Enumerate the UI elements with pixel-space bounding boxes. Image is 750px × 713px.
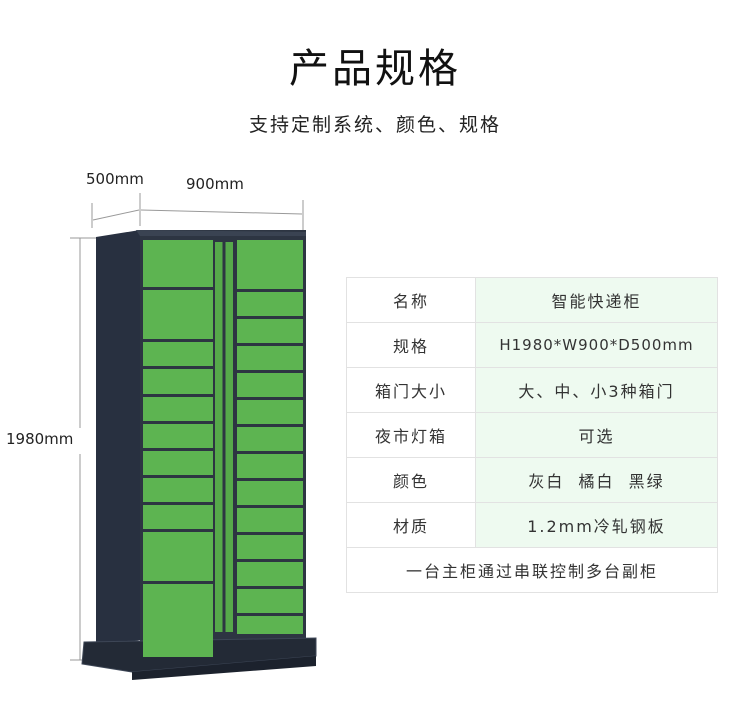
locker-door — [143, 397, 213, 421]
spec-footer-note: 一台主柜通过串联控制多台副柜 — [346, 547, 718, 593]
spec-value: 大、中、小3种箱门 — [475, 367, 718, 413]
locker-door — [237, 292, 303, 316]
locker-door — [143, 478, 213, 502]
locker-door — [237, 400, 303, 424]
right-door-column — [237, 240, 303, 634]
spec-key: 规格 — [346, 322, 476, 368]
locker-door — [237, 454, 303, 478]
spec-value: 可选 — [475, 412, 718, 458]
locker-door — [237, 481, 303, 505]
spec-row: 夜市灯箱 可选 — [346, 412, 718, 458]
depth-dimension-label: 500mm — [86, 170, 144, 188]
spec-value: 1.2mm冷轧钢板 — [475, 502, 718, 548]
spec-value: H1980*W900*D500mm — [475, 322, 718, 368]
spec-row: 规格 H1980*W900*D500mm — [346, 322, 718, 368]
locker-door — [237, 535, 303, 559]
locker-door — [143, 532, 213, 581]
spec-key: 夜市灯箱 — [346, 412, 476, 458]
page-title: 产品规格 — [289, 46, 461, 92]
spec-row: 材质 1.2mm冷轧钢板 — [346, 502, 718, 548]
spec-table: 名称 智能快递柜 规格 H1980*W900*D500mm 箱门大小 大、中、小… — [346, 277, 718, 593]
spec-row: 箱门大小 大、中、小3种箱门 — [346, 367, 718, 413]
left-door-column — [143, 240, 213, 657]
spec-value: 灰白 橘白 黑绿 — [475, 457, 718, 503]
locker-door — [143, 342, 213, 366]
locker-door — [143, 584, 213, 657]
height-dimension-label: 1980mm — [6, 430, 74, 448]
spec-key: 箱门大小 — [346, 367, 476, 413]
locker-door — [237, 589, 303, 613]
locker-door — [237, 508, 303, 532]
spec-key: 颜色 — [346, 457, 476, 503]
locker-door — [143, 240, 213, 287]
locker-door — [237, 616, 303, 634]
width-dimension-label: 900mm — [186, 175, 244, 193]
spec-key: 名称 — [346, 277, 476, 323]
spec-key: 材质 — [346, 502, 476, 548]
locker-door — [237, 562, 303, 586]
locker-door — [237, 319, 303, 343]
locker-door — [237, 427, 303, 451]
locker-door — [237, 373, 303, 397]
locker-door — [237, 240, 303, 289]
locker-door — [143, 451, 213, 475]
spec-footer-row: 一台主柜通过串联控制多台副柜 — [346, 547, 718, 593]
locker-door — [143, 290, 213, 339]
spec-value: 智能快递柜 — [475, 277, 718, 323]
locker-door — [143, 505, 213, 529]
locker-door — [237, 346, 303, 370]
locker-door — [143, 369, 213, 394]
page-subtitle: 支持定制系统、颜色、规格 — [248, 114, 501, 136]
spec-row: 颜色 灰白 橘白 黑绿 — [346, 457, 718, 503]
spec-row: 名称 智能快递柜 — [346, 277, 718, 323]
locker-door — [143, 424, 213, 448]
